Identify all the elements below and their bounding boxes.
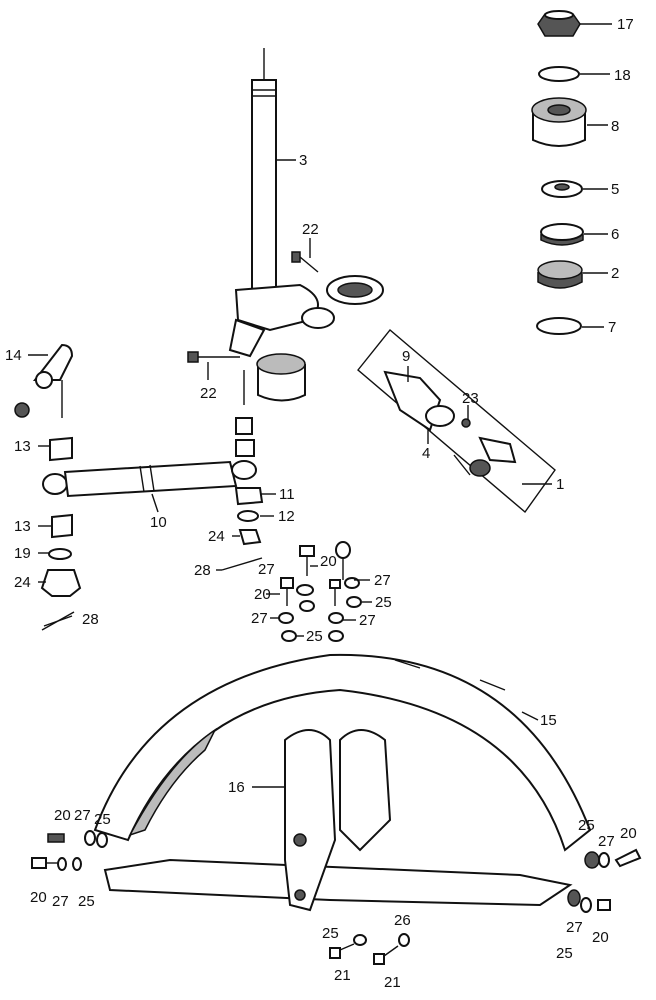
fender-bolt-right-upper	[584, 848, 642, 869]
callout-1: 1	[556, 476, 564, 493]
callout-20-top: 20	[320, 553, 337, 570]
callout-9: 9	[402, 348, 410, 365]
callout-20-left-lower: 20	[30, 889, 47, 906]
callout-10: 10	[150, 514, 167, 531]
callout-22-top: 22	[302, 221, 319, 238]
cap-nut-part	[238, 529, 262, 546]
callout-27-left-lower: 27	[52, 893, 69, 910]
bolt-part	[291, 251, 319, 273]
damper-bushing-part	[49, 436, 73, 462]
callout-17: 17	[617, 16, 634, 33]
damper-bushing-part	[51, 513, 73, 539]
callout-18: 18	[614, 67, 631, 84]
callout-labels: 17 18 8 5 6 2 7 3 22 22 14 13 10 11 12 2…	[5, 16, 637, 991]
callout-24-left: 24	[14, 574, 31, 591]
callout-12: 12	[278, 508, 295, 525]
callout-27-right-lower: 27	[566, 919, 583, 936]
fender-bolt-left-lower	[31, 857, 82, 871]
callout-2: 2	[611, 265, 619, 282]
callout-20-left-upper: 20	[54, 807, 71, 824]
callout-25-right-upper: 25	[578, 817, 595, 834]
steering-damper-part	[42, 460, 257, 498]
callout-21-a: 21	[334, 967, 351, 984]
callout-15: 15	[540, 712, 557, 729]
callout-21-b: 21	[384, 974, 401, 991]
callout-4: 4	[422, 445, 430, 462]
callout-27-d: 27	[359, 612, 376, 629]
fender-bolt-left-upper	[47, 830, 108, 848]
callout-26: 26	[394, 912, 411, 929]
fender-bolt-bottom	[329, 933, 410, 965]
callout-27-left-upper: 27	[74, 807, 91, 824]
steering-stem-nut-part	[531, 97, 587, 147]
callout-25-a: 25	[375, 594, 392, 611]
cotter-pin-part	[221, 557, 263, 571]
fender-stay-part	[103, 729, 573, 912]
callout-16: 16	[228, 779, 245, 796]
callout-20-right-lower: 20	[592, 929, 609, 946]
callout-20-right-upper: 20	[620, 825, 637, 842]
callout-19: 19	[14, 545, 31, 562]
damper-bracket-part	[14, 343, 74, 418]
callout-27-a: 27	[258, 561, 275, 578]
callout-8: 8	[611, 118, 619, 135]
callout-27-right-upper: 27	[598, 833, 615, 850]
steering-stem-part	[228, 48, 384, 402]
callout-25-bottom: 25	[322, 925, 339, 942]
steering-lock-assembly-box	[357, 329, 556, 514]
callout-20-mid: 20	[254, 586, 271, 603]
callout-27-b: 27	[374, 572, 391, 589]
bearing-race-part	[541, 180, 583, 198]
callout-5: 5	[611, 181, 619, 198]
callout-28-center: 28	[194, 562, 211, 579]
washer-part	[237, 510, 259, 522]
cap-nut-part	[40, 569, 82, 597]
damper-stud-part	[235, 370, 255, 457]
callout-24-center: 24	[208, 528, 225, 545]
callout-6: 6	[611, 226, 619, 243]
callout-13-top: 13	[14, 438, 31, 455]
callout-25-left-lower: 25	[78, 893, 95, 910]
bolt-part	[187, 351, 240, 363]
washer-part	[48, 548, 72, 560]
callout-25-b: 25	[306, 628, 323, 645]
top-cap-nut-part	[537, 10, 581, 37]
nut-part	[234, 487, 264, 506]
front-fender-part	[93, 653, 592, 852]
callout-7: 7	[608, 319, 616, 336]
callout-23: 23	[462, 390, 479, 407]
washer-part	[538, 66, 580, 82]
cone-race-part	[537, 260, 583, 289]
fender-bolt-right-lower	[567, 889, 611, 913]
callout-22-left: 22	[200, 385, 217, 402]
callout-25-left-upper: 25	[94, 811, 111, 828]
callout-28-left: 28	[82, 611, 99, 628]
fender-bolt-set	[278, 541, 362, 642]
callout-13-bottom: 13	[14, 518, 31, 535]
callout-11: 11	[279, 486, 295, 503]
callout-14: 14	[5, 347, 22, 364]
callout-27-c: 27	[251, 610, 268, 627]
steel-ball-race-part	[540, 223, 584, 246]
callout-3: 3	[299, 152, 307, 169]
cotter-pin-part	[41, 611, 75, 631]
callout-25-right-lower: 25	[556, 945, 573, 962]
dust-seal-part	[536, 317, 582, 335]
leader-lines	[28, 23, 612, 788]
